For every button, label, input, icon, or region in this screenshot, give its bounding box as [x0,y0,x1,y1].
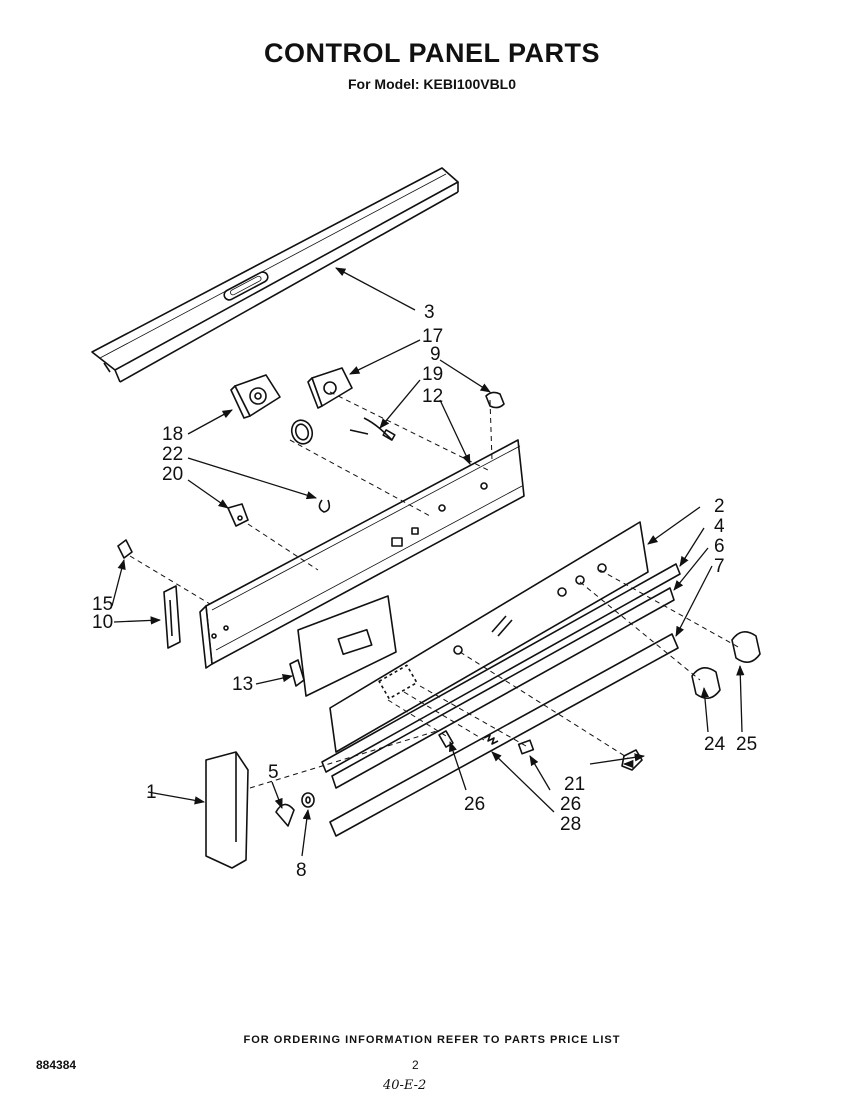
switch-bracket [307,367,353,409]
fan-housing [230,374,281,419]
vertical-bracket [163,585,181,649]
callout-7: 7 [714,556,725,577]
page-number: 2 [412,1058,419,1072]
knob-25 [731,631,761,663]
callout-1: 1 [146,782,157,803]
small-button [517,739,535,755]
callout-13: 13 [232,674,253,695]
end-cap [205,751,249,869]
control-panel-frame [199,439,525,669]
callout-17: 17 [422,326,443,347]
trim-strip-6 [331,587,675,789]
trim-strip-4 [321,563,681,773]
handwritten-note: 40-E-2 [383,1078,427,1093]
model-subtitle: For Model: KEBI100VBL0 [347,76,517,92]
display-board [289,595,397,697]
callout-3: 3 [424,302,435,323]
callout-25: 25 [736,734,757,755]
callout-18: 18 [162,424,183,445]
clip-ring [290,419,314,445]
clip-5 [275,803,295,827]
callout-26b: 26 [560,794,581,815]
wire-harness [349,417,396,441]
mounting-bracket [227,503,249,527]
callout-9: 9 [430,344,441,365]
small-clip [117,539,133,559]
callout-15: 15 [92,594,113,615]
trim-strip-7 [329,633,679,837]
callout-19: 19 [422,364,443,385]
hex-nut [621,749,643,771]
callout-2: 2 [714,496,725,517]
document-number: 884384 [36,1058,77,1072]
callout-6: 6 [714,536,725,557]
spring [483,734,499,745]
page-title: CONTROL PANEL PARTS [263,38,601,68]
retainer-clip [318,499,331,513]
callout-20: 20 [162,464,183,485]
knob-insert [485,391,505,409]
ordering-note: FOR ORDERING INFORMATION REFER TO PARTS … [243,1034,621,1046]
callout-4: 4 [714,516,725,537]
callout-22: 22 [162,444,183,465]
callout-26a: 26 [464,794,485,815]
washer-8 [301,792,315,808]
callout-28: 28 [560,814,581,835]
callout-12: 12 [422,386,443,407]
callout-5: 5 [268,762,279,783]
callout-21: 21 [564,774,585,795]
glass-panel [329,521,649,753]
callout-10: 10 [92,612,113,633]
top-trim-rail [91,167,459,383]
knob-24 [691,667,721,699]
callout-8: 8 [296,860,307,881]
callout-24: 24 [704,734,726,755]
